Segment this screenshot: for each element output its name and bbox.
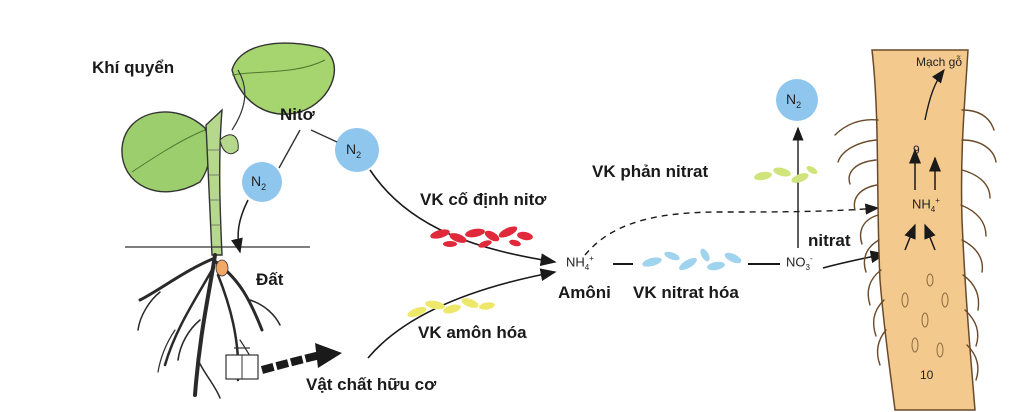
ammonium-label: Amôni — [558, 283, 611, 302]
root-cross-section — [834, 49, 997, 411]
xylem-label: Mạch gỗ — [916, 55, 963, 69]
atmosphere-label: Khí quyển — [92, 58, 175, 77]
fixing-bacteria-cluster — [430, 226, 533, 248]
denitrifying-bacteria-label: VK phản nitrat — [592, 162, 709, 181]
fixation-arrow — [369, 169, 557, 267]
ammonifying-bacteria-cluster — [407, 298, 495, 318]
nh4-formula-root: NH4+ — [912, 196, 940, 214]
nitrogen-label: Nitơ — [280, 105, 315, 124]
step-number-9: 9 — [913, 143, 920, 157]
nitrate-uptake-arrow — [822, 250, 887, 269]
left-leaf — [121, 111, 211, 193]
n2-formula-center: N2 — [346, 141, 362, 160]
root-body — [871, 49, 976, 411]
stem — [205, 108, 223, 256]
nitrifying-bacteria-cluster — [642, 248, 742, 271]
nitrate-label: nitrat — [808, 231, 851, 250]
xylem-arrow — [924, 68, 945, 121]
n2-to-soil-arrow — [231, 199, 249, 254]
ammonifying-bacteria-label: VK amôn hóa — [418, 323, 527, 342]
nitrogen-line-left — [278, 129, 301, 169]
ammonium-uptake-dashed-arrow — [584, 203, 880, 256]
decomposition-arrow — [260, 351, 321, 374]
n2-bubble-center — [335, 128, 379, 172]
nh4-formula: NH4+ — [566, 254, 594, 272]
ammonification-arrow — [367, 268, 557, 359]
organic-matter-label: Vật chất hữu cơ — [306, 375, 437, 394]
no3-formula: NO3- — [786, 254, 813, 272]
n2-bubble-right — [776, 79, 818, 121]
nitrifying-bacteria-label: VK nitrat hóa — [633, 283, 739, 302]
n2-bubble-left — [242, 162, 282, 202]
plant-illustration — [121, 42, 336, 399]
denitrifying-bacteria-cluster — [754, 166, 818, 183]
n2-formula-left: N2 — [251, 173, 267, 192]
step-number-10: 10 — [920, 368, 934, 382]
root-hairs — [834, 109, 997, 381]
soil-label: Đất — [256, 270, 284, 289]
nitrogen-line-right — [310, 129, 338, 143]
n2-formula-right: N2 — [786, 91, 802, 110]
top-leaf — [231, 42, 336, 115]
fixing-bacteria-label: VK cố định nitơ — [420, 190, 547, 209]
